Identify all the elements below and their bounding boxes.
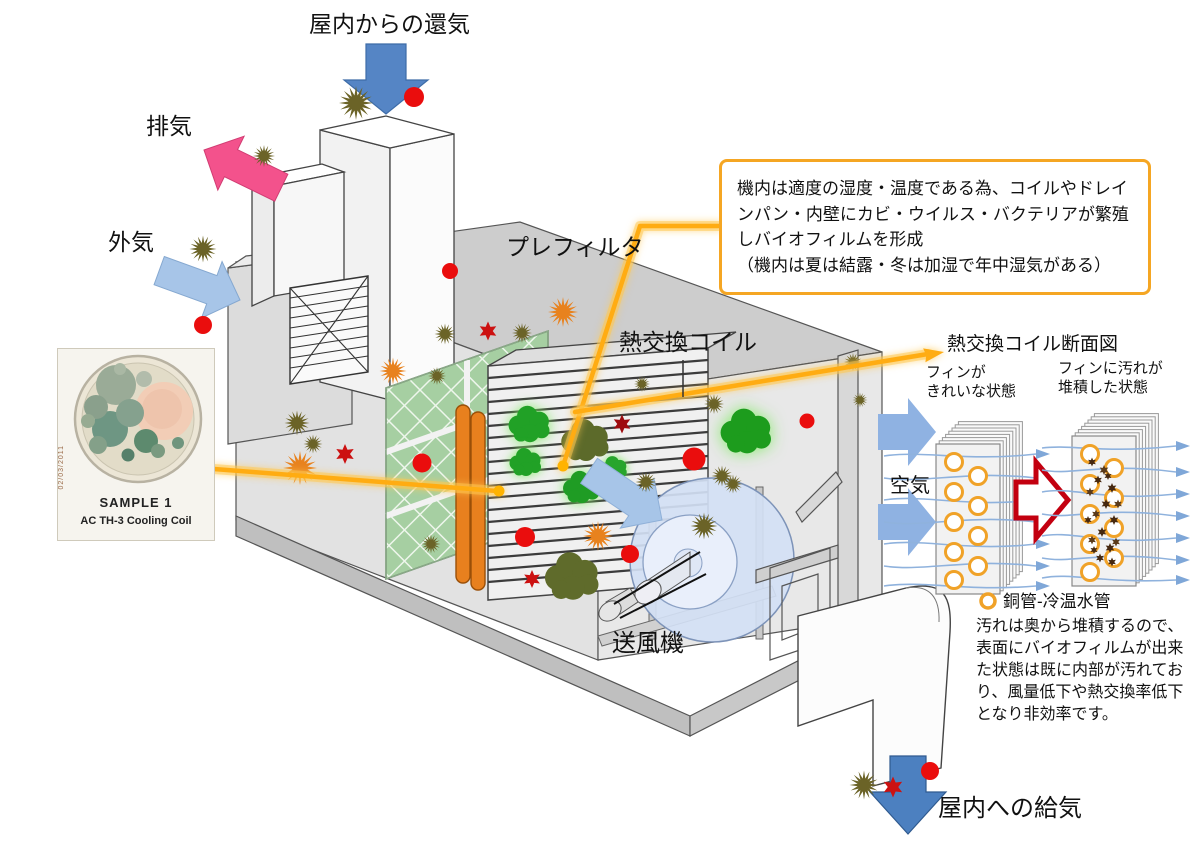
- bacteria-icon: [412, 453, 432, 473]
- bacteria-icon: [621, 545, 639, 563]
- contaminant-particles: [189, 86, 939, 800]
- mold-spore-icon: [723, 474, 743, 494]
- photo-caption-subtitle: AC TH-3 Cooling Coil: [80, 515, 192, 527]
- mold-spore-icon: [635, 471, 657, 493]
- callout-leader-line: [557, 221, 724, 472]
- bacteria-icon: [194, 316, 212, 334]
- mold-spore-icon: [849, 770, 879, 800]
- mold-spore-icon: [284, 410, 310, 436]
- supply-duct: [797, 585, 951, 787]
- supply-air-arrow: [868, 755, 948, 835]
- bacteria-icon: [515, 527, 535, 547]
- louver-damper: [289, 275, 369, 385]
- mold-spore-icon: [339, 86, 373, 120]
- clean-fins-label: フィンが きれいな状態: [926, 364, 1017, 400]
- dirty-fins-label: フィンに汚れが 堆積した状態: [1058, 360, 1163, 396]
- mold-spore-icon: [303, 434, 323, 454]
- fan-assembly: [597, 477, 795, 647]
- dirty-fin-stack: [1041, 413, 1190, 587]
- mold-spore-icon: [512, 323, 532, 343]
- bacteria-icon: [921, 762, 939, 780]
- bacteria-icon: [442, 263, 458, 279]
- photo-leader-line: [209, 464, 505, 497]
- heat-exchange-coil-label: 熱交換コイル: [619, 329, 757, 355]
- bacteria-icon: [799, 413, 815, 429]
- cross-section-title: 熱交換コイル断面図: [947, 334, 1119, 355]
- mold-spore-icon: [704, 394, 724, 414]
- air-label: 空気: [890, 475, 930, 497]
- air-flow-arrows: [878, 398, 936, 556]
- coil-pipes: [455, 404, 486, 591]
- pre-filter-label: プレフィルタ: [506, 234, 644, 260]
- copper-pipe-icons: [944, 452, 988, 590]
- discharge-frame: [755, 349, 859, 661]
- biofilm-callout-box: 機内は適度の湿度・温度である為、コイルやドレインパン・内壁にカビ・ウイルス・バク…: [719, 159, 1151, 295]
- mold-spore-icon: [253, 145, 275, 167]
- mold-spore-icon: [189, 235, 217, 263]
- clean-fin-stack: [883, 421, 1050, 595]
- mold-spore-icon: [634, 376, 650, 392]
- outside-air-label: 外気: [108, 229, 154, 255]
- dust-particle-icon: [548, 297, 578, 327]
- copper-pipe-legend-icon: [979, 592, 997, 610]
- mold-spore-icon: [690, 512, 718, 540]
- mold-spore-icon: [421, 534, 441, 554]
- mold-spore-icon: [428, 367, 446, 385]
- fan-inlet-arrow: [579, 457, 663, 529]
- mold-spore-icon: [852, 392, 868, 408]
- dust-particle-icon: [583, 521, 613, 551]
- bacteria-icon: [404, 87, 424, 107]
- photo-date-stamp: 02/03/2011: [58, 445, 65, 490]
- mold-sample-photo: SAMPLE 1 AC TH-3 Cooling Coil 02/03/2011: [57, 348, 215, 541]
- exhaust-label: 排気: [146, 113, 192, 139]
- dirt-accumulation-note: 汚れは奥から堆積するので、表面にバイオフィルムが出来た状態は既に内部が汚れており…: [976, 618, 1184, 724]
- outside-air-arrow: [153, 255, 241, 319]
- photo-caption-title: SAMPLE 1: [99, 495, 173, 510]
- petri-dish-image: [73, 354, 203, 484]
- supply-air-label: 屋内への給気: [938, 795, 1082, 822]
- return-air-label: 屋内からの還気: [309, 11, 470, 37]
- fan-label: 送風機: [612, 630, 684, 657]
- dust-particle-icon: [379, 357, 407, 385]
- mold-spore-icon: [434, 323, 456, 345]
- bacteria-icon: [682, 447, 706, 471]
- exhaust-arrow: [203, 135, 289, 202]
- comparison-arrow: [1013, 455, 1072, 545]
- section-leader-arrow: [570, 348, 944, 417]
- copper-pipe-legend-label: 銅管-冷温水管: [1003, 592, 1111, 611]
